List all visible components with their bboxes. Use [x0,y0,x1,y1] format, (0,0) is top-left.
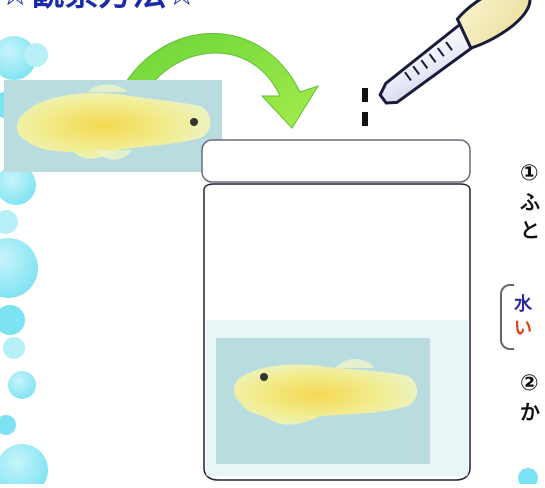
step-2-number: ② [520,371,539,396]
step-1-line-2: ふ [520,188,540,216]
fish-image-before [4,80,222,172]
note-line-2: い [514,314,532,340]
step-2-text: ② か [520,370,540,426]
step-1-text: ① ふ と [520,160,540,244]
step-2-line-2: か [520,398,540,426]
note-box: 水 い [500,284,545,346]
note-line-1: 水 [514,290,532,316]
note-bracket [500,284,514,350]
fish-image-after [216,338,430,464]
dropper-icon [361,0,545,126]
page-title: ☆観察方法☆ [0,0,300,14]
step-1-line-3: と [520,216,540,244]
step-1-number: ① [520,161,539,186]
